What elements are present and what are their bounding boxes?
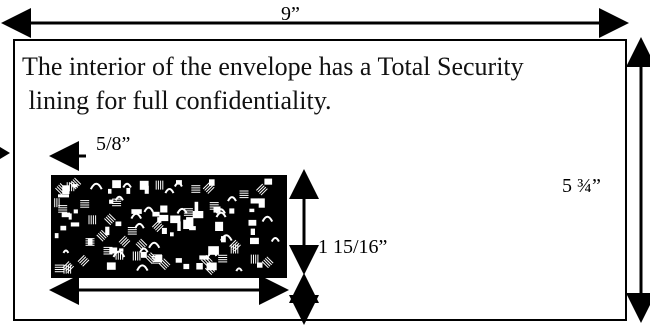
security-window: [51, 175, 287, 278]
description-line-2: lining for full confidentiality.: [22, 86, 332, 115]
envelope-description: The interior of the envelope has a Total…: [22, 50, 632, 118]
window-offset-label: 5/8”: [96, 133, 130, 155]
left-edge-arrowhead: [0, 147, 10, 159]
description-line-1: The interior of the envelope has a Total…: [22, 52, 524, 81]
width-label: 9”: [281, 3, 300, 25]
window-height-label: 1 15/16”: [318, 236, 387, 258]
security-tint-pattern: [51, 177, 280, 275]
height-label: 5 ¾”: [562, 175, 601, 197]
